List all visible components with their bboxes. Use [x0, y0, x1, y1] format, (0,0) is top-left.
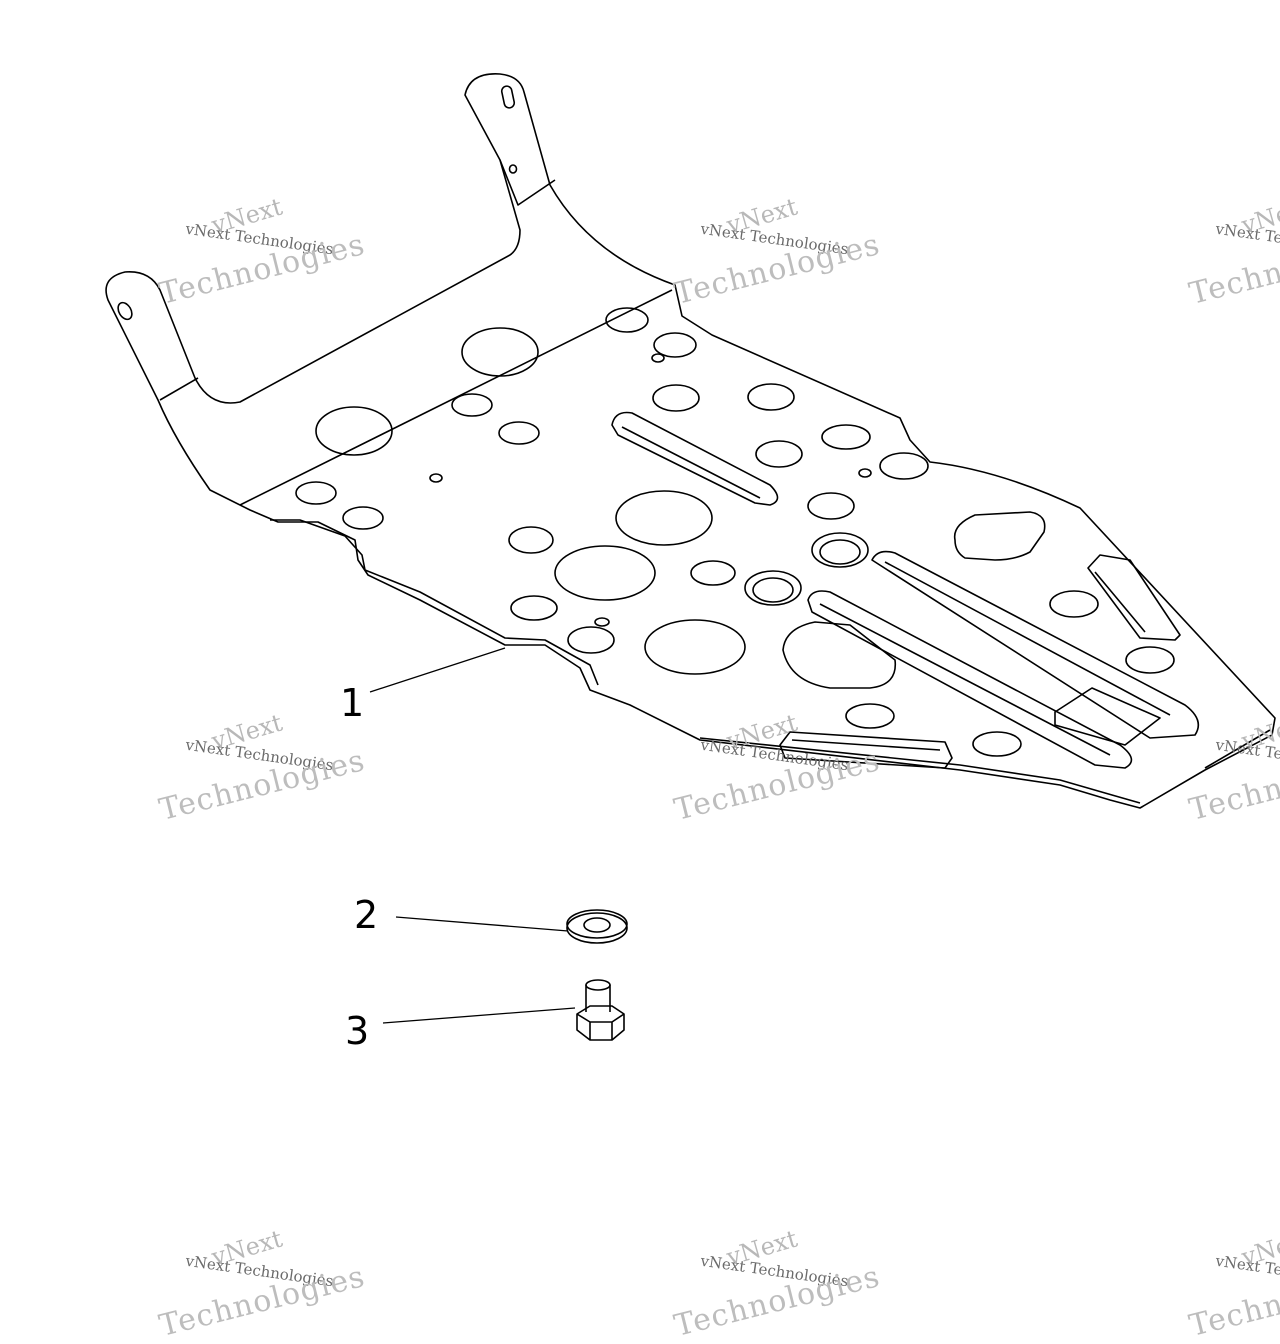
skid-plate-exploded-diagram — [105, 73, 1276, 1041]
plate-holes — [295, 307, 1175, 757]
callout-2: 2 — [354, 893, 379, 937]
callout-1: 1 — [340, 681, 365, 725]
washer-part-2 — [566, 909, 628, 944]
leader-line-2 — [395, 916, 569, 932]
leader-line-1 — [369, 647, 506, 693]
bolt-part-3 — [576, 979, 625, 1041]
skid-plate-part-1 — [105, 73, 1276, 809]
plate-outline — [105, 73, 1276, 809]
callout-3: 3 — [345, 1009, 370, 1053]
leader-lines — [369, 647, 576, 1024]
plate-ribs — [611, 411, 1200, 769]
leader-line-3 — [382, 1007, 576, 1024]
